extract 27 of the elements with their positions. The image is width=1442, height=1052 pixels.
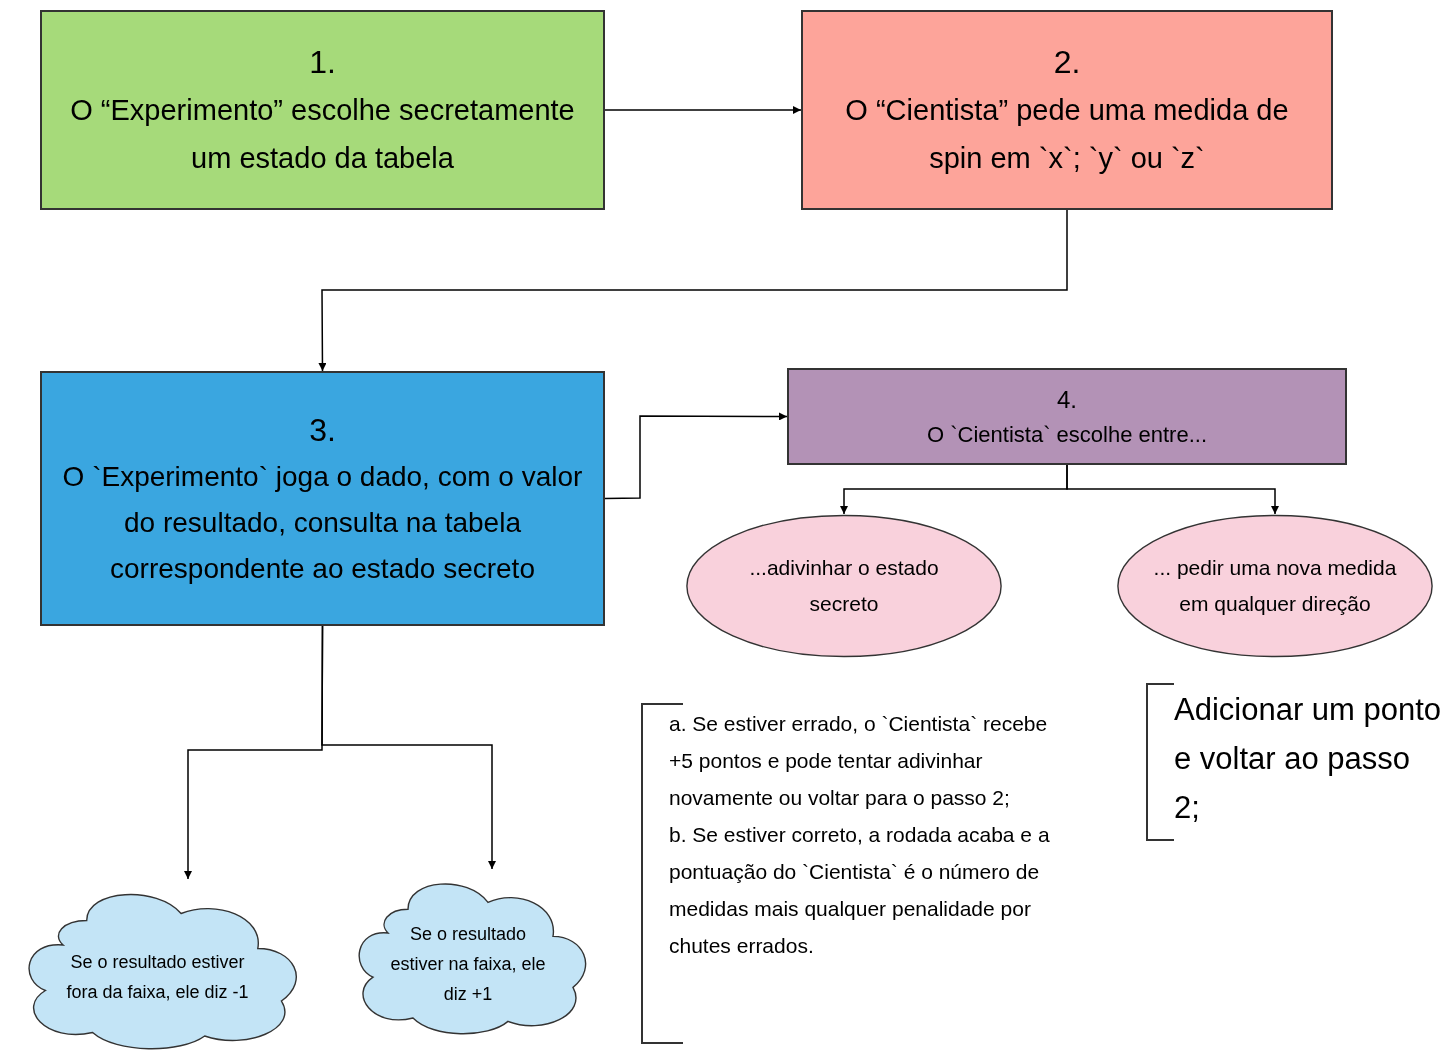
note-text: Adicionar um ponto e voltar ao passo 2; (1174, 691, 1442, 827)
process-box (40, 10, 605, 210)
note-text: b. Se estiver correto, a rodada acaba e a pontuação do `Cientista` é o número de medidas mais qualquer penalidade por chutes errados. (669, 822, 1051, 959)
connector-arrow (318, 209, 1068, 372)
step-text: Se o resultado estiver fora da faixa, ele diz -1 (65, 950, 250, 1004)
process-box (801, 10, 1333, 210)
process-box (787, 368, 1347, 465)
step-text: O `Cientista` escolhe entre... (927, 421, 1207, 449)
connector-arrow (604, 106, 802, 114)
process-box (40, 371, 605, 626)
step-text: ...adivinhar o estado secreto (748, 555, 940, 617)
bracketed-note (1146, 683, 1442, 841)
step-text: O “Cientista” pede uma medida de spin em `x`; `y` ou `z` (844, 93, 1290, 176)
choice-ellipse (1116, 514, 1434, 658)
step-number: 2. (1053, 43, 1081, 82)
connector-arrow (604, 412, 788, 500)
step-text: O `Experimento` joga o dado, com o valor do resultado, consulta na tabela correspondente ao estado secreto (61, 459, 584, 586)
connector-arrow (321, 625, 496, 870)
step-text: O “Experimento” escolhe secretamente um estado da tabela (69, 93, 576, 176)
note-text: a. Se estiver errado, o `Cientista` recebe +5 pontos e pode tentar adivinhar novamente ou voltar para o passo 2; (669, 711, 1049, 811)
step-number: 1. (309, 43, 336, 82)
step-number: 3. (309, 410, 336, 450)
step-text: ... pedir uma nova medida em qualquer direção (1152, 555, 1398, 617)
step-text: Se o resultado estiver na faixa, ele diz +1 (389, 922, 547, 1006)
choice-ellipse (685, 514, 1003, 658)
step-number: 4. (1057, 385, 1077, 415)
connector-arrow (1066, 464, 1279, 515)
